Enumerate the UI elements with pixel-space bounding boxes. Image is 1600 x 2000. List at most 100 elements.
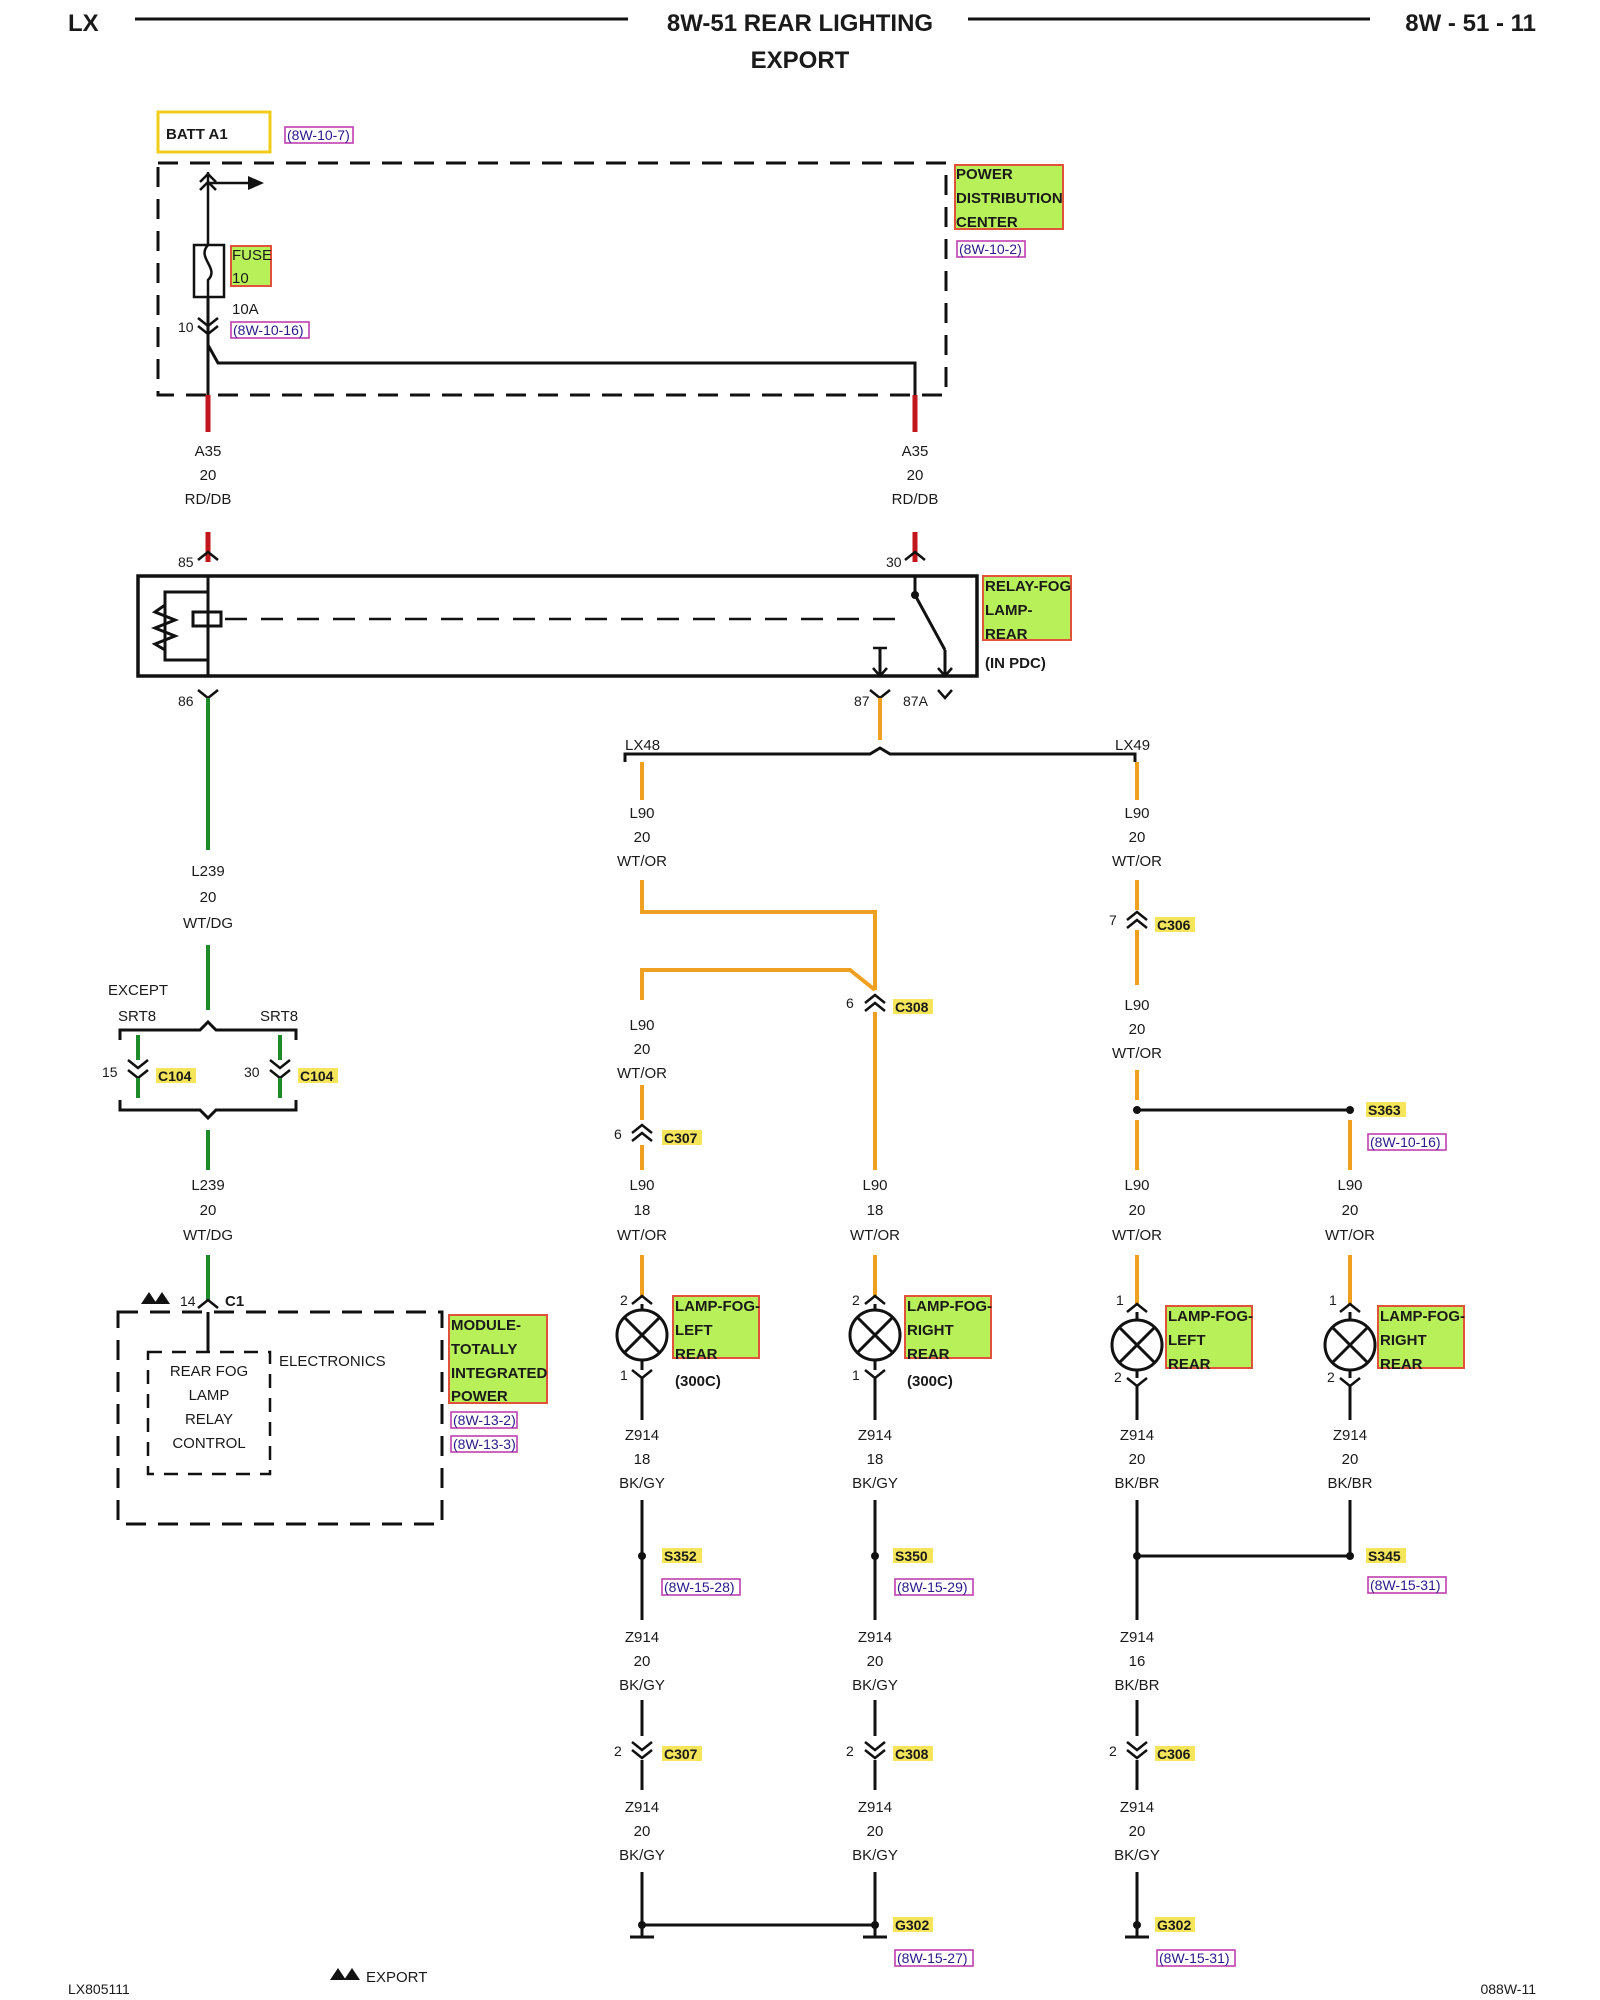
col2-splice-ref: (8W-15-29)	[897, 1579, 968, 1595]
col3-lamp-pin-top: 1	[1116, 1292, 1124, 1308]
col1-e-color: BK/GY	[619, 1677, 665, 1694]
splice-lx48: LX48	[625, 737, 660, 754]
col1-conn-pin: 2	[614, 1743, 622, 1759]
col3-a-color: WT/OR	[1112, 853, 1162, 870]
col2-ground-dot	[871, 1921, 879, 1929]
pdc-label-2: DISTRIBUTION	[956, 190, 1063, 207]
col2-e-gauge: 20	[867, 1653, 884, 1670]
col4-splice-tag: S363	[1368, 1102, 1401, 1118]
col3-lamp-cross	[1117, 1325, 1157, 1365]
col3-c306-tag: C306	[1157, 917, 1191, 933]
relay-30-arrow	[904, 550, 926, 561]
col2-lamp-top-arrow	[864, 1294, 886, 1305]
fuse-label-box	[230, 245, 272, 287]
relay-pin-85: 85	[178, 554, 194, 570]
c104-b-tag-bg	[298, 1068, 338, 1083]
col3-b-color: WT/OR	[1112, 1045, 1162, 1062]
relay-pin-86: 86	[178, 693, 194, 709]
c104-b-tag: C104	[300, 1068, 334, 1084]
pdc-label-1: POWER	[956, 166, 1013, 183]
col1-f-circuit: Z914	[625, 1799, 659, 1816]
col3-a-circuit: L90	[1124, 805, 1149, 822]
col2-conn-tag: C308	[895, 1746, 929, 1762]
col3-ground-tag: G302	[1157, 1917, 1191, 1933]
option-bracket-top	[118, 1019, 298, 1040]
col2-f-circuit: Z914	[858, 1799, 892, 1816]
col1-a-gauge: 20	[634, 829, 651, 846]
fuse-amp: 10A	[232, 301, 259, 318]
footer-right-code: 088W-11	[1480, 1981, 1536, 1997]
col4-splice-tag-bg	[1366, 1102, 1406, 1117]
relay-outline	[136, 574, 979, 678]
c104-a-tag: C104	[158, 1068, 192, 1084]
col1-lamp-label-1: LAMP-FOG-	[675, 1298, 760, 1315]
col1-splice-ref-box	[661, 1578, 741, 1596]
relay-pin-87: 87	[854, 693, 870, 709]
l239-color-2: WT/DG	[183, 1227, 233, 1244]
col4-lamp-label-3: REAR	[1380, 1356, 1423, 1373]
col1-d-color: BK/GY	[619, 1475, 665, 1492]
col2-c-circuit: L90	[862, 1177, 887, 1194]
col1-lamp-pin-top: 2	[620, 1292, 628, 1308]
col1-crossover-to-c308	[640, 880, 877, 990]
relay-87a-arrow	[937, 689, 953, 700]
pdc-label-box	[954, 164, 1064, 230]
tipm-label-4: POWER	[451, 1388, 508, 1405]
col2-lamp-pin-top: 2	[852, 1292, 860, 1308]
col3-lamp-bottom-arrow	[1126, 1377, 1148, 1388]
relay-switch-pivot	[911, 591, 919, 599]
col3-conn-tag: C306	[1157, 1746, 1191, 1762]
tipm-ref-2: (8W-13-3)	[453, 1436, 516, 1452]
tipm-label-3: INTEGRATED	[451, 1365, 548, 1382]
tipm-inner-2: LAMP	[189, 1387, 230, 1404]
col4-splice-dot	[1346, 1106, 1354, 1114]
c104-b-pin: 30	[244, 1064, 260, 1080]
col3-c306-pin: 7	[1109, 912, 1117, 928]
col2-d-color: BK/GY	[852, 1475, 898, 1492]
col1-f-gauge: 20	[634, 1823, 651, 1840]
a35-right-color: RD/DB	[892, 491, 939, 508]
col2-ground-tag-bg	[893, 1917, 933, 1932]
col3-c-color: WT/OR	[1112, 1227, 1162, 1244]
col3-e-color: BK/BR	[1114, 1677, 1159, 1694]
col2-lamp-pin-bottom: 1	[852, 1367, 860, 1383]
col2-splice-ref-box	[894, 1578, 974, 1596]
col4-c-gauge: 20	[1342, 1202, 1359, 1219]
relay-coil	[191, 610, 223, 628]
srt8-label-b: SRT8	[260, 1008, 298, 1025]
page-header: LX 8W-51 REAR LIGHTING EXPORT 8W - 51 - …	[68, 10, 1536, 74]
col1-lamp-label-3: REAR	[675, 1346, 718, 1363]
col3-b-circuit: L90	[1124, 997, 1149, 1014]
col3-lamp-label-1: LAMP-FOG-	[1168, 1308, 1253, 1325]
col4-splice2-tag-bg	[1366, 1548, 1406, 1563]
col1-splice-tag-bg	[662, 1548, 702, 1563]
col4-splice2-tag: S345	[1368, 1548, 1401, 1564]
c1-label: C1	[225, 1293, 244, 1310]
tipm-ref-box-2	[450, 1435, 518, 1453]
col1-c307-pin: 6	[614, 1126, 622, 1142]
c104-a-pin: 15	[102, 1064, 118, 1080]
col3-a-gauge: 20	[1129, 829, 1146, 846]
page-subtitle: EXPORT	[751, 47, 850, 74]
col4-lamp-pin-bottom: 2	[1327, 1369, 1335, 1385]
col2-f-color: BK/GY	[852, 1847, 898, 1864]
col1-c-gauge: 18	[634, 1202, 651, 1219]
col1-a-circuit: L90	[629, 805, 654, 822]
col3-ground-tag-bg	[1155, 1917, 1195, 1932]
col3-lamp-top-arrow	[1126, 1302, 1148, 1313]
tipm-label-box	[448, 1314, 548, 1404]
relay-label-box	[982, 575, 1072, 641]
col3-c-circuit: L90	[1124, 1177, 1149, 1194]
fuse-element	[203, 244, 213, 297]
col3-ground-ref: (8W-15-31)	[1159, 1950, 1230, 1966]
col1-c307-tag-bg	[662, 1130, 702, 1145]
col2-d-gauge: 18	[867, 1451, 884, 1468]
tipm-inner-4: CONTROL	[172, 1435, 245, 1452]
l239-circuit-2: L239	[191, 1177, 224, 1194]
batt-ref: (8W-10-7)	[287, 127, 350, 143]
col1-e-circuit: Z914	[625, 1629, 659, 1646]
batt-ref-box	[284, 126, 354, 144]
relay-label-2: LAMP-	[985, 602, 1033, 619]
footer-left-code: LX805111	[68, 1981, 130, 1997]
tipm-inner-1: REAR FOG	[170, 1363, 248, 1380]
